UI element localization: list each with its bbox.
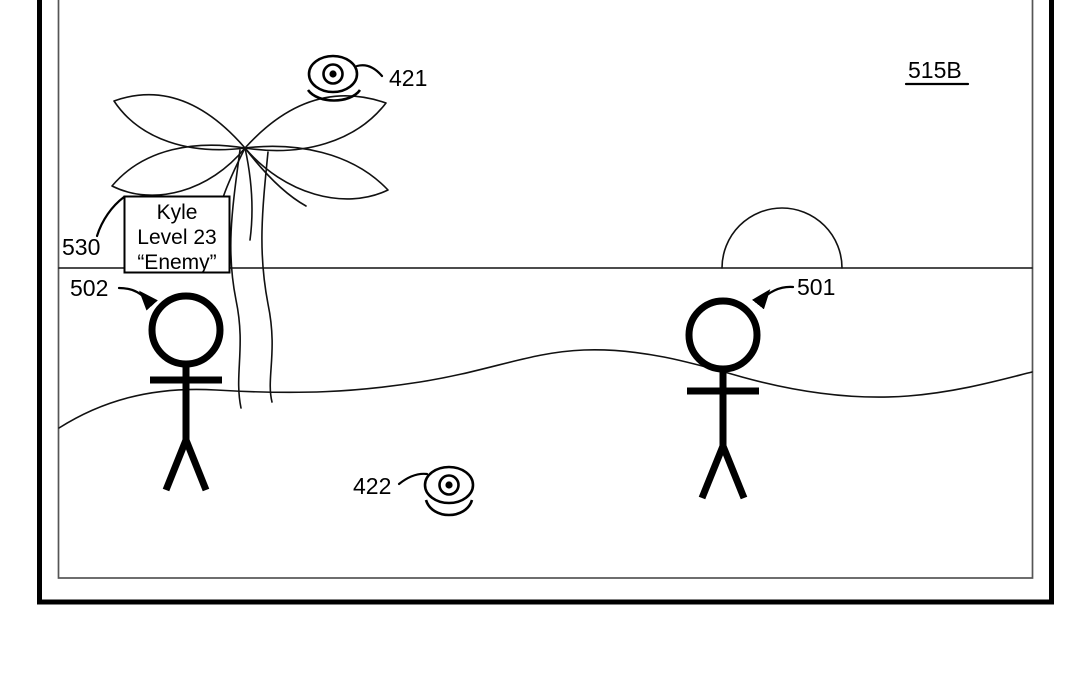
leader-502 [117,286,158,311]
ref-label-501: 501 [797,274,835,300]
avatar-highlighted-leg-left [162,438,190,492]
figure-inner-frame [57,0,1034,579]
eye-upper-brow-arc [306,89,362,102]
avatar-plain-leg-right [719,444,748,500]
palm-frond-lower-right [244,147,307,207]
nameplate-relation: “Enemy” [137,251,216,274]
eye-upper-pupil [329,70,337,78]
leader-422 [397,472,429,486]
leader-501 [752,285,795,310]
eye-upper-iris [322,63,344,85]
avatar-plain-leg-left [698,444,727,500]
ref-label-421: 421 [389,65,427,91]
eye-lower-outline [423,465,475,505]
palm-frond-upper-right [244,95,387,152]
nameplate-level: Level 23 [137,226,216,249]
eye-lower-brow-arc [424,499,474,517]
ref-label-502: 502 [70,275,108,301]
avatar-plain-head [685,297,761,373]
leader-530 [95,195,126,238]
palm-frond-upper-left [113,93,246,151]
palm-frond-left [111,144,246,196]
avatar-highlighted [96,262,276,524]
figure-id-label: 515B [908,57,962,83]
figure-outer-frame [37,0,1054,605]
eye-indicator-upper-icon [306,54,362,102]
nameplate-name: Kyle [157,201,198,224]
nameplate-box[interactable] [123,195,231,274]
eye-lower-pupil [445,481,453,489]
sun-shape [721,207,843,269]
avatar-plain [685,297,761,500]
leader-421 [355,64,384,78]
ref-label-422: 422 [353,473,391,499]
eye-lower-iris [438,474,460,496]
ref-label-530: 530 [62,234,100,260]
eye-upper-outline [307,54,359,94]
palm-frond-lower-mid [244,147,253,241]
avatar-highlighted-leg-right [182,438,210,492]
eye-indicator-lower-icon [423,465,475,517]
palm-frond-right [244,145,389,200]
